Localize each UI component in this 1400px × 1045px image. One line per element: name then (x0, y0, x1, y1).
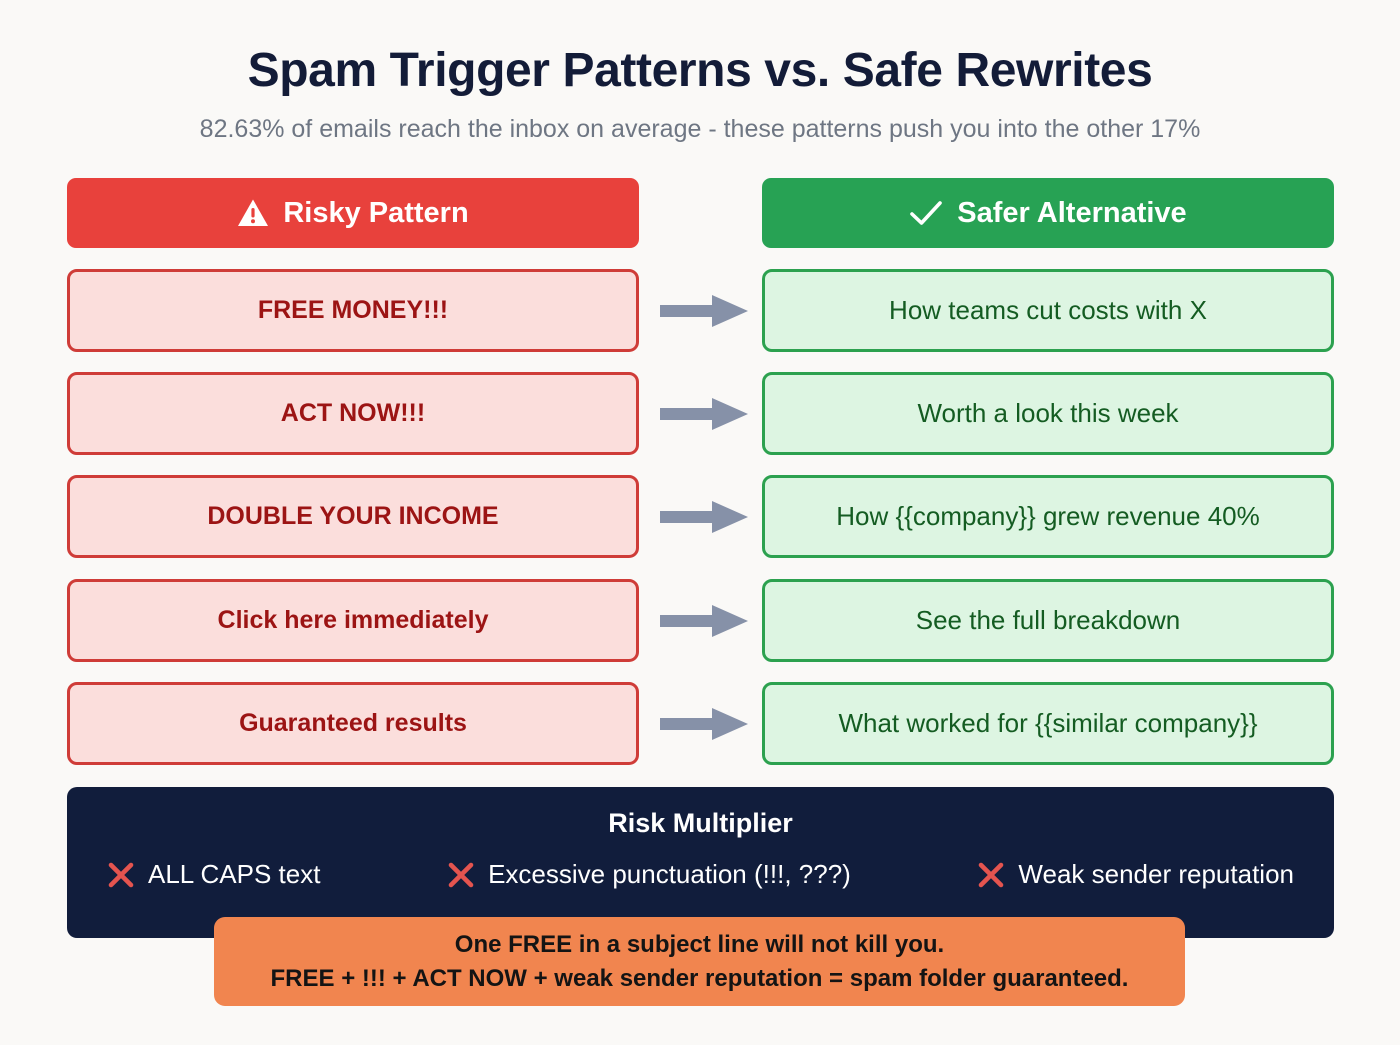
arrow-right-icon (660, 605, 748, 637)
list-item-label: ALL CAPS text (148, 859, 321, 889)
risky-pattern-cell: Guaranteed results (67, 682, 639, 765)
x-mark-icon (447, 861, 475, 889)
list-item: Weak sender reputation (977, 859, 1294, 890)
risky-pattern-cell: Click here immediately (67, 579, 639, 662)
column-header-risky-label: Risky Pattern (283, 196, 469, 229)
page-title: Spam Trigger Patterns vs. Safe Rewrites (247, 44, 1153, 97)
safe-alternative-cell: How teams cut costs with X (762, 269, 1334, 352)
table-row: DOUBLE YOUR INCOME How {{company}} grew … (0, 475, 1400, 558)
arrow-right-icon (660, 398, 748, 430)
risky-pattern-cell: DOUBLE YOUR INCOME (67, 475, 639, 558)
safe-alternative-cell: Worth a look this week (762, 372, 1334, 455)
risky-pattern-cell: ACT NOW!!! (67, 372, 639, 455)
table-row: Guaranteed results What worked for {{sim… (0, 682, 1400, 765)
check-icon (909, 199, 943, 227)
safe-alternative-cell: How {{company}} grew revenue 40% (762, 475, 1334, 558)
safe-alternative-cell: What worked for {{similar company}} (762, 682, 1334, 765)
warning-triangle-icon (237, 198, 269, 228)
list-item-label: Weak sender reputation (1018, 859, 1294, 889)
x-mark-icon (107, 861, 135, 889)
safe-alternative-cell: See the full breakdown (762, 579, 1334, 662)
callout-line-2: FREE + !!! + ACT NOW + weak sender reput… (270, 964, 1129, 992)
risk-multiplier-title: Risk Multiplier (608, 808, 793, 838)
risky-pattern-cell: FREE MONEY!!! (67, 269, 639, 352)
arrow-right-icon (660, 295, 748, 327)
risk-multiplier-items: ALL CAPS text Excessive punctuation (!!!… (107, 859, 1294, 890)
column-header-safe-label: Safer Alternative (957, 196, 1187, 229)
risk-multiplier-panel: Risk Multiplier ALL CAPS text Excessive … (67, 787, 1334, 938)
table-row: Click here immediately See the full brea… (0, 579, 1400, 662)
list-item: ALL CAPS text (107, 859, 320, 890)
x-mark-icon (977, 861, 1005, 889)
callout-banner: One FREE in a subject line will not kill… (214, 917, 1185, 1006)
column-header-risky: Risky Pattern (67, 178, 639, 248)
page-subtitle: 82.63% of emails reach the inbox on aver… (199, 115, 1201, 143)
list-item-label: Excessive punctuation (!!!, ???) (488, 859, 851, 889)
list-item: Excessive punctuation (!!!, ???) (447, 859, 851, 890)
column-header-safe: Safer Alternative (762, 178, 1334, 248)
table-row: FREE MONEY!!! How teams cut costs with X (0, 269, 1400, 352)
callout-line-1: One FREE in a subject line will not kill… (454, 930, 945, 958)
arrow-right-icon (660, 501, 748, 533)
table-row: ACT NOW!!! Worth a look this week (0, 372, 1400, 455)
arrow-right-icon (660, 708, 748, 740)
